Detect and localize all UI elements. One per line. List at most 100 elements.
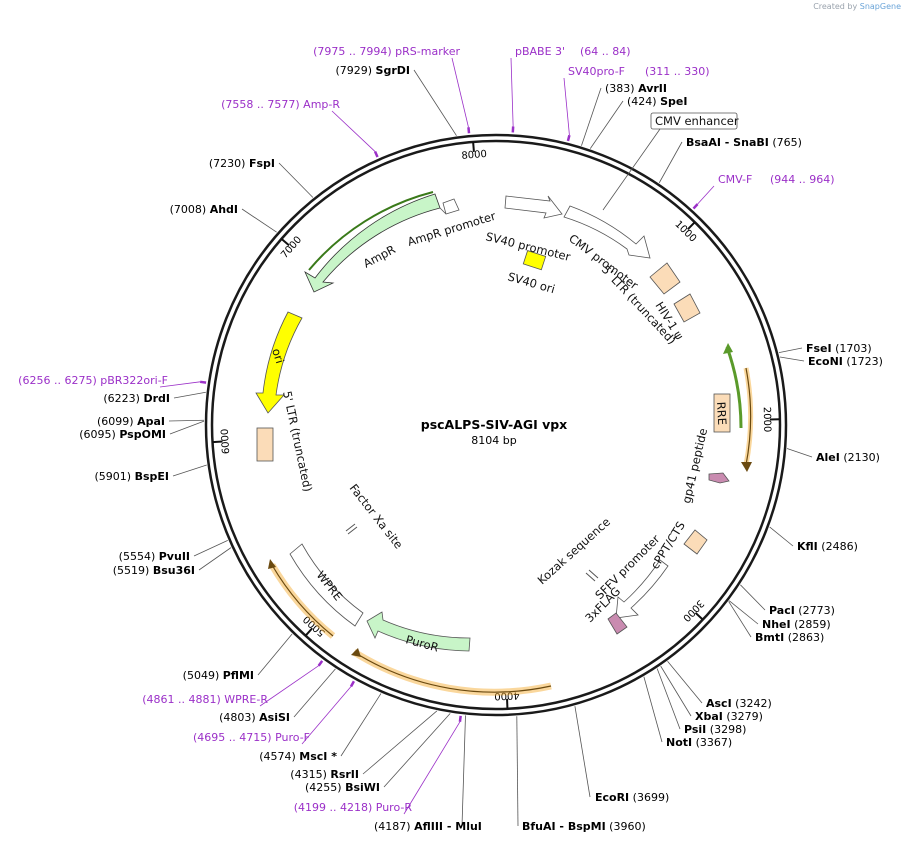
site-label: NheI (2859) xyxy=(762,618,831,631)
kozak-label: Kozak sequence xyxy=(535,515,613,588)
site-position: (3242) xyxy=(732,697,772,710)
site-position: (424) xyxy=(627,95,660,108)
orange-arc-left-inner xyxy=(271,564,334,637)
primer-label: (311 .. 330) xyxy=(645,65,710,78)
site-label: (7230) FspI xyxy=(209,157,275,170)
site-leader-line xyxy=(779,356,805,362)
factorxa-mark xyxy=(345,523,358,535)
orange-arc-bottom-head xyxy=(351,648,361,657)
site-position: (5554) xyxy=(119,550,159,563)
site-label: (7008) AhdI xyxy=(170,203,238,216)
site-label: BmtI (2863) xyxy=(755,631,824,644)
primer-leader xyxy=(451,57,469,128)
site-name: BspEI xyxy=(135,470,169,483)
site-name: BmtI xyxy=(755,631,784,644)
gp41-label: gp41 peptide xyxy=(679,427,710,505)
site-position: (4315) xyxy=(290,768,330,781)
outer-ring xyxy=(204,133,788,717)
kozak-mark xyxy=(585,569,599,582)
site-name: BsaAI - SnaBI xyxy=(686,136,769,149)
site-name: BsiWI xyxy=(345,781,380,794)
plasmid-length: 8104 bp xyxy=(471,434,516,447)
site-name: AhdI xyxy=(210,203,238,216)
primer-label: pBABE 3' xyxy=(515,45,565,58)
site-leader-line xyxy=(383,713,451,788)
site-leader-line xyxy=(241,208,277,233)
primer-label: (7975 .. 7994) pRS-marker xyxy=(313,45,460,58)
ampr-arrow xyxy=(304,193,441,293)
site-name: KflI xyxy=(797,540,818,553)
site-position: (3367) xyxy=(692,736,732,749)
site-position: (4803) xyxy=(219,711,259,724)
site-position: (4187) xyxy=(374,820,414,833)
site-name: PvuII xyxy=(159,550,190,563)
site-leader-line xyxy=(362,710,438,775)
primer-mark xyxy=(458,715,462,722)
primer-label: SV40pro-F xyxy=(568,65,625,78)
site-leader-line xyxy=(581,87,602,146)
site-leader-line xyxy=(769,526,794,547)
site-name: ApaI xyxy=(137,415,165,428)
tick-mark xyxy=(280,238,290,247)
site-leaders xyxy=(168,69,813,827)
primer-mark xyxy=(566,134,571,142)
site-name: XbaI xyxy=(695,710,723,723)
ltr-top xyxy=(649,262,681,295)
features-layer xyxy=(255,191,754,696)
orange-arc-left-head xyxy=(268,559,276,569)
puror-arrow xyxy=(366,611,471,652)
site-label: BsaAI - SnaBI (765) xyxy=(686,136,802,149)
cmv-enhancer-text: CMV enhancer xyxy=(655,114,739,128)
cmv-promoter-arrow xyxy=(563,205,651,259)
ltr-left xyxy=(256,427,274,462)
site-name: PflMI xyxy=(223,669,254,682)
tick-mark xyxy=(687,221,696,231)
site-leader-line xyxy=(658,141,683,184)
site-position: (1703) xyxy=(832,342,872,355)
tick-mark xyxy=(694,612,704,621)
site-position: (4574) xyxy=(259,750,299,763)
site-position: (3298) xyxy=(706,723,746,736)
site-label: AscI (3242) xyxy=(706,697,772,710)
site-position: (7008) xyxy=(170,203,210,216)
site-leader-line xyxy=(172,464,207,477)
site-name: NotI xyxy=(666,736,692,749)
site-label: PsiI (3298) xyxy=(684,723,746,736)
site-leader-line xyxy=(589,100,624,149)
primer-mark xyxy=(373,151,379,158)
site-name: NheI xyxy=(762,618,791,631)
site-leader-line xyxy=(786,448,813,458)
site-leader-line xyxy=(778,347,803,354)
site-label: KflI (2486) xyxy=(797,540,858,553)
site-name: AleI xyxy=(816,451,840,464)
ampr-label: AmpR xyxy=(361,242,398,270)
site-name: EcoNI xyxy=(808,355,843,368)
site-name: PspOMI xyxy=(119,428,166,441)
primer-label: CMV-F xyxy=(718,173,752,186)
primer-label: (4199 .. 4218) Puro-R xyxy=(294,801,413,814)
primer-mark xyxy=(467,127,471,134)
primer-leader xyxy=(697,185,715,205)
site-leader-line xyxy=(660,665,692,717)
site-label: EcoNI (1723) xyxy=(808,355,883,368)
site-name: BfuAI - BspMI xyxy=(522,820,606,833)
orange-arc-bottom-inner xyxy=(353,651,552,693)
site-name: RsrII xyxy=(330,768,359,781)
site-position: (2773) xyxy=(795,604,835,617)
primer-mark xyxy=(349,680,356,688)
credit-prefix: Created by xyxy=(813,2,858,11)
site-name: DrdI xyxy=(143,392,170,405)
site-leader-line xyxy=(656,668,681,730)
site-leader-line xyxy=(340,693,382,757)
site-position: (765) xyxy=(769,136,802,149)
sv40-ori-label: SV40 ori xyxy=(506,269,556,296)
site-leader-line xyxy=(169,420,205,435)
site-leader-line xyxy=(193,540,228,557)
primer-label: (944 .. 964) xyxy=(770,173,835,186)
flag-box xyxy=(607,612,628,635)
site-position: (3279) xyxy=(723,710,763,723)
primer-label: (6256 .. 6275) pBR322ori-F xyxy=(18,374,168,387)
site-label: (424) SpeI xyxy=(627,95,687,108)
site-position: (7230) xyxy=(209,157,249,170)
